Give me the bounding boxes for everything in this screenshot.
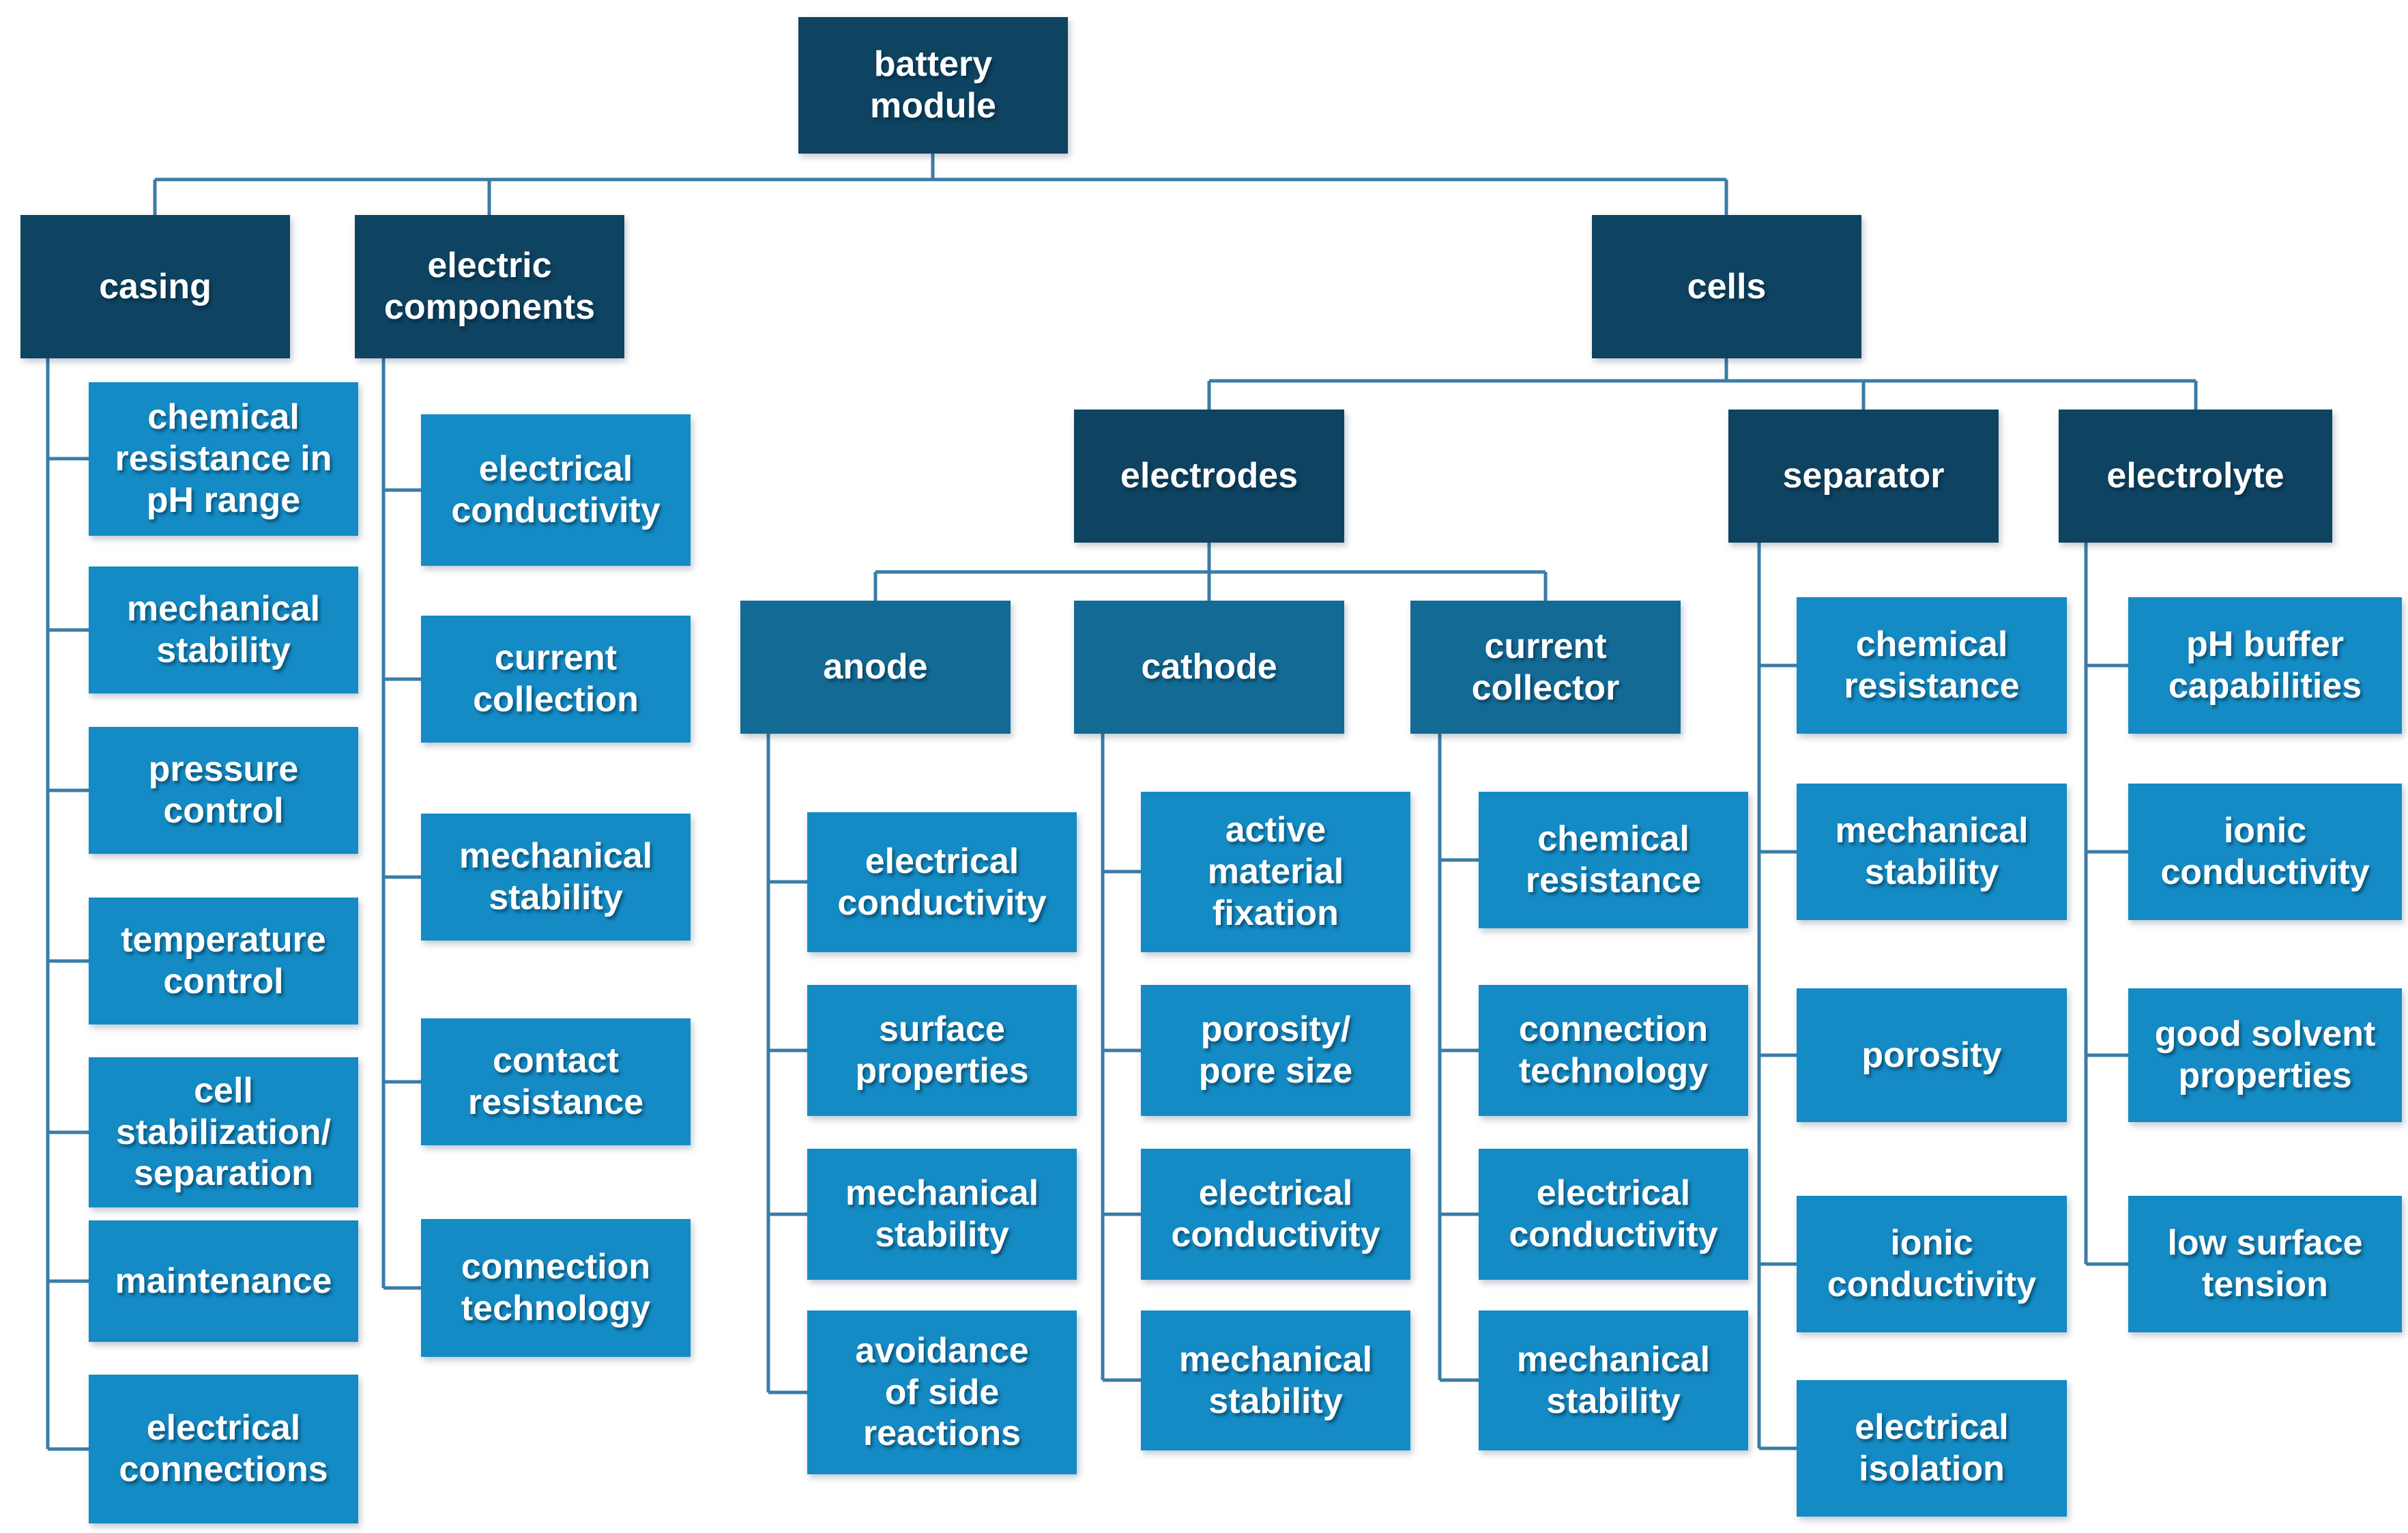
node-ec-mechanical-stability: mechanical stability [421,814,691,941]
node-anode-mechanical-stability: mechanical stability [807,1149,1077,1280]
node-cells: cells [1592,215,1861,358]
connector-electrodes-to-level4 [873,543,1548,601]
node-pressure-control: pressure control [89,727,358,854]
node-ec-electrical-conductivity: electrical conductivity [421,414,691,566]
connector-cathode-rail [1101,734,1141,1382]
node-battery-module: battery module [798,17,1068,154]
node-separator-chemical-resistance: chemical resistance [1797,597,2067,734]
node-anode-electrical-conductivity: electrical conductivity [807,812,1077,952]
node-separator: separator [1728,410,1999,543]
connector-current-collector-rail [1438,734,1479,1382]
node-good-solvent-properties: good solvent properties [2128,988,2402,1122]
connector-electrolyte-rail [2084,543,2128,1266]
node-contact-resistance: contact resistance [421,1018,691,1145]
node-cc-electrical-conductivity: electrical conductivity [1479,1149,1748,1280]
node-porosity: porosity [1797,988,2067,1122]
node-electrical-connections: electrical connections [89,1375,358,1523]
node-cc-chemical-resistance: chemical resistance [1479,792,1748,928]
node-cc-connection-technology: connection technology [1479,985,1748,1116]
node-cc-mechanical-stability: mechanical stability [1479,1310,1748,1450]
node-ph-buffer-capabilities: pH buffer capabilities [2128,597,2402,734]
node-cathode-electrical-conductivity: electrical conductivity [1141,1149,1410,1280]
node-surface-properties: surface properties [807,985,1077,1116]
connector-anode-rail [766,734,807,1394]
connector-battery-module-to-level2 [153,154,1728,215]
node-casing-mechanical-stability: mechanical stability [89,567,358,693]
node-ec-connection-technology: connection technology [421,1219,691,1357]
node-cathode: cathode [1074,601,1344,734]
node-maintenance: maintenance [89,1220,358,1342]
node-separator-ionic-conductivity: ionic conductivity [1797,1196,2067,1332]
node-cell-stabilization-separation: cell stabilization/ separation [89,1057,358,1207]
node-temperature-control: temperature control [89,898,358,1025]
node-electrodes: electrodes [1074,410,1344,543]
node-porosity-pore-size: porosity/ pore size [1141,985,1410,1116]
node-separator-mechanical-stability: mechanical stability [1797,784,2067,920]
node-electric-components: electric components [355,215,624,358]
node-casing: casing [20,215,290,358]
connector-cells-to-level3 [1207,358,2198,410]
node-chemical-resistance-in-ph-range: chemical resistance in pH range [89,382,358,536]
connector-casing-rail [46,358,89,1451]
connector-separator-rail [1757,543,1797,1450]
node-low-surface-tension: low surface tension [2128,1196,2402,1332]
node-avoidance-of-side-reactions: avoidance of side reactions [807,1310,1077,1474]
node-cathode-mechanical-stability: mechanical stability [1141,1310,1410,1450]
node-current-collector: current collector [1410,601,1681,734]
node-current-collection: current collection [421,616,691,743]
node-electrolyte-ionic-conductivity: ionic conductivity [2128,784,2402,920]
node-electrolyte: electrolyte [2059,410,2332,543]
node-anode: anode [740,601,1011,734]
node-active-material-fixation: active material fixation [1141,792,1410,952]
connector-electric-components-rail [381,358,421,1290]
node-electrical-isolation: electrical isolation [1797,1380,2067,1517]
